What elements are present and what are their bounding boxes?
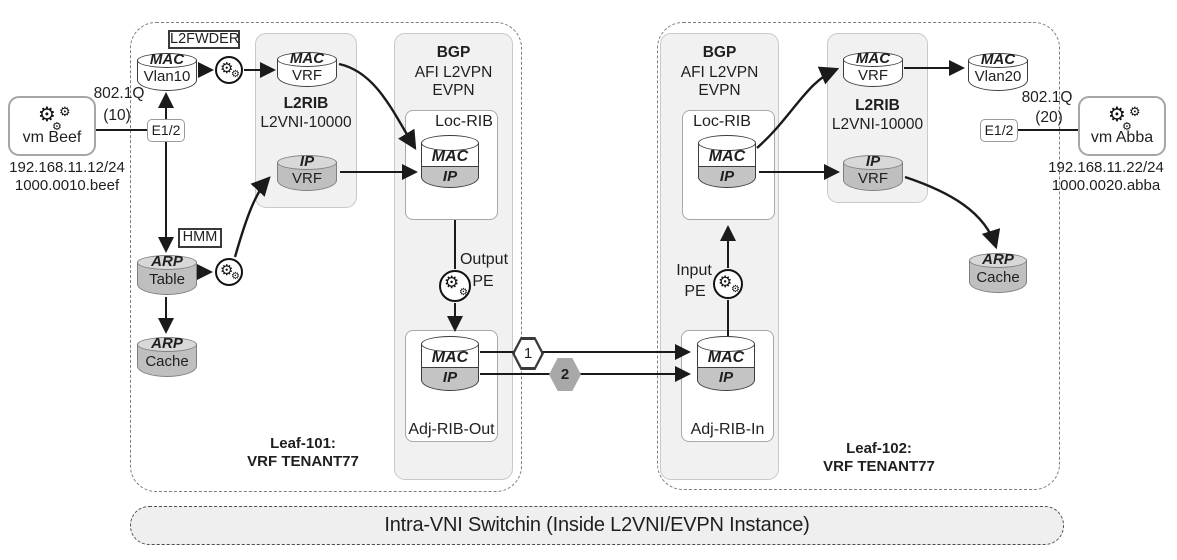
- vm-abba-name: vm Abba: [1090, 129, 1154, 146]
- output-pe-line1: Output: [459, 251, 509, 268]
- arp-table-cylinder: ARP Table: [137, 253, 197, 295]
- vm-beef-name: vm Beef: [22, 129, 82, 146]
- abba-encap-label: 802.1Q: [1021, 89, 1073, 106]
- beef-vlan-tag: (10): [103, 107, 131, 124]
- beef-ip-address: 192.168.11.12/24: [9, 159, 125, 176]
- footer-caption-bar: Intra-VNI Switchin (Inside L2VNI/EVPN In…: [130, 506, 1064, 545]
- leaf102-l2rib-title: L2RIB: [855, 97, 900, 114]
- l2fwder-process-gear-icon: ⚙⚙: [215, 56, 243, 84]
- step-1-marker: 1: [512, 337, 544, 370]
- footer-caption: Intra-VNI Switchin (Inside L2VNI/EVPN In…: [384, 514, 810, 536]
- leaf102-arp-cache-cylinder: ARP Cache: [969, 251, 1027, 293]
- leaf102-ip-vrf-cylinder: IP VRF: [843, 153, 903, 191]
- input-pe-gear-icon: ⚙⚙: [713, 269, 743, 299]
- leaf102-bgp-title: BGP: [702, 44, 737, 61]
- leaf101-loc-rib-cylinder: MAC IP: [421, 135, 479, 188]
- leaf102-port-e12: E1/2: [980, 119, 1018, 142]
- leaf101-bgp-title: BGP: [436, 44, 471, 61]
- leaf102-l2rib-subtitle: L2VNI-10000: [831, 116, 924, 133]
- leaf101-adj-rib-out-label: Adj-RIB-Out: [408, 421, 495, 438]
- hmm-process-gear-icon: ⚙⚙: [215, 258, 243, 286]
- l2fwder-label-box: L2FWDER: [168, 30, 240, 49]
- abba-vlan-tag: (20): [1035, 109, 1063, 126]
- input-pe-line2: PE: [684, 283, 706, 300]
- leaf101-bgp-subtitle: AFI L2VPN EVPN: [414, 64, 493, 99]
- abba-ip-address: 192.168.11.22/24: [1048, 159, 1164, 176]
- leaf101-ip-vrf-cylinder: IP VRF: [277, 153, 337, 191]
- leaf102-loc-rib-label: Loc-RIB: [693, 113, 751, 130]
- beef-mac-address: 1000.0010.beef: [14, 177, 120, 194]
- mac-vlan20-cylinder: MAC Vlan20: [968, 51, 1028, 91]
- leaf101-port-e12: E1/2: [147, 119, 185, 142]
- leaf101-l2rib-title: L2RIB: [283, 95, 329, 112]
- leaf102-loc-rib-cylinder: MAC IP: [698, 135, 756, 188]
- mac-vlan10-cylinder: MAC Vlan10: [137, 51, 197, 91]
- leaf101-mac-vrf-cylinder: MAC VRF: [277, 50, 337, 87]
- vm-gears-icon: ⚙⚙⚙: [38, 102, 71, 133]
- leaf101-l2rib-subtitle: L2VNI-10000: [260, 114, 352, 131]
- output-pe-gear-icon: ⚙⚙: [439, 270, 471, 302]
- leaf101-name: Leaf-101:: [270, 435, 336, 452]
- leaf102-mac-vrf-cylinder: MAC VRF: [843, 50, 903, 87]
- leaf101-loc-rib-label: Loc-RIB: [435, 113, 493, 130]
- vm-abba-box: ⚙⚙⚙ vm Abba: [1078, 96, 1166, 156]
- leaf101-vrf: VRF TENANT77: [247, 453, 359, 470]
- leaf102-adj-rib-in-label: Adj-RIB-In: [690, 421, 765, 438]
- vm-gears-icon: ⚙⚙⚙: [1108, 102, 1141, 133]
- abba-mac-address: 1000.0020.abba: [1051, 177, 1161, 194]
- leaf102-vrf: VRF TENANT77: [823, 458, 935, 475]
- leaf102-adj-rib-in-cylinder: MAC IP: [697, 336, 755, 391]
- leaf102-bgp-subtitle: AFI L2VPN EVPN: [680, 64, 759, 99]
- input-pe-line1: Input: [676, 262, 712, 279]
- hmm-label-box: HMM: [178, 228, 222, 248]
- vm-beef-box: ⚙⚙⚙ vm Beef: [8, 96, 96, 156]
- output-pe-line2: PE: [472, 273, 494, 290]
- step-2-marker: 2: [549, 358, 581, 391]
- leaf101-arp-cache-cylinder: ARP Cache: [137, 335, 197, 377]
- leaf101-adj-rib-out-cylinder: MAC IP: [421, 336, 479, 391]
- beef-encap-label: 802.1Q: [93, 85, 145, 102]
- leaf102-name: Leaf-102:: [846, 440, 912, 457]
